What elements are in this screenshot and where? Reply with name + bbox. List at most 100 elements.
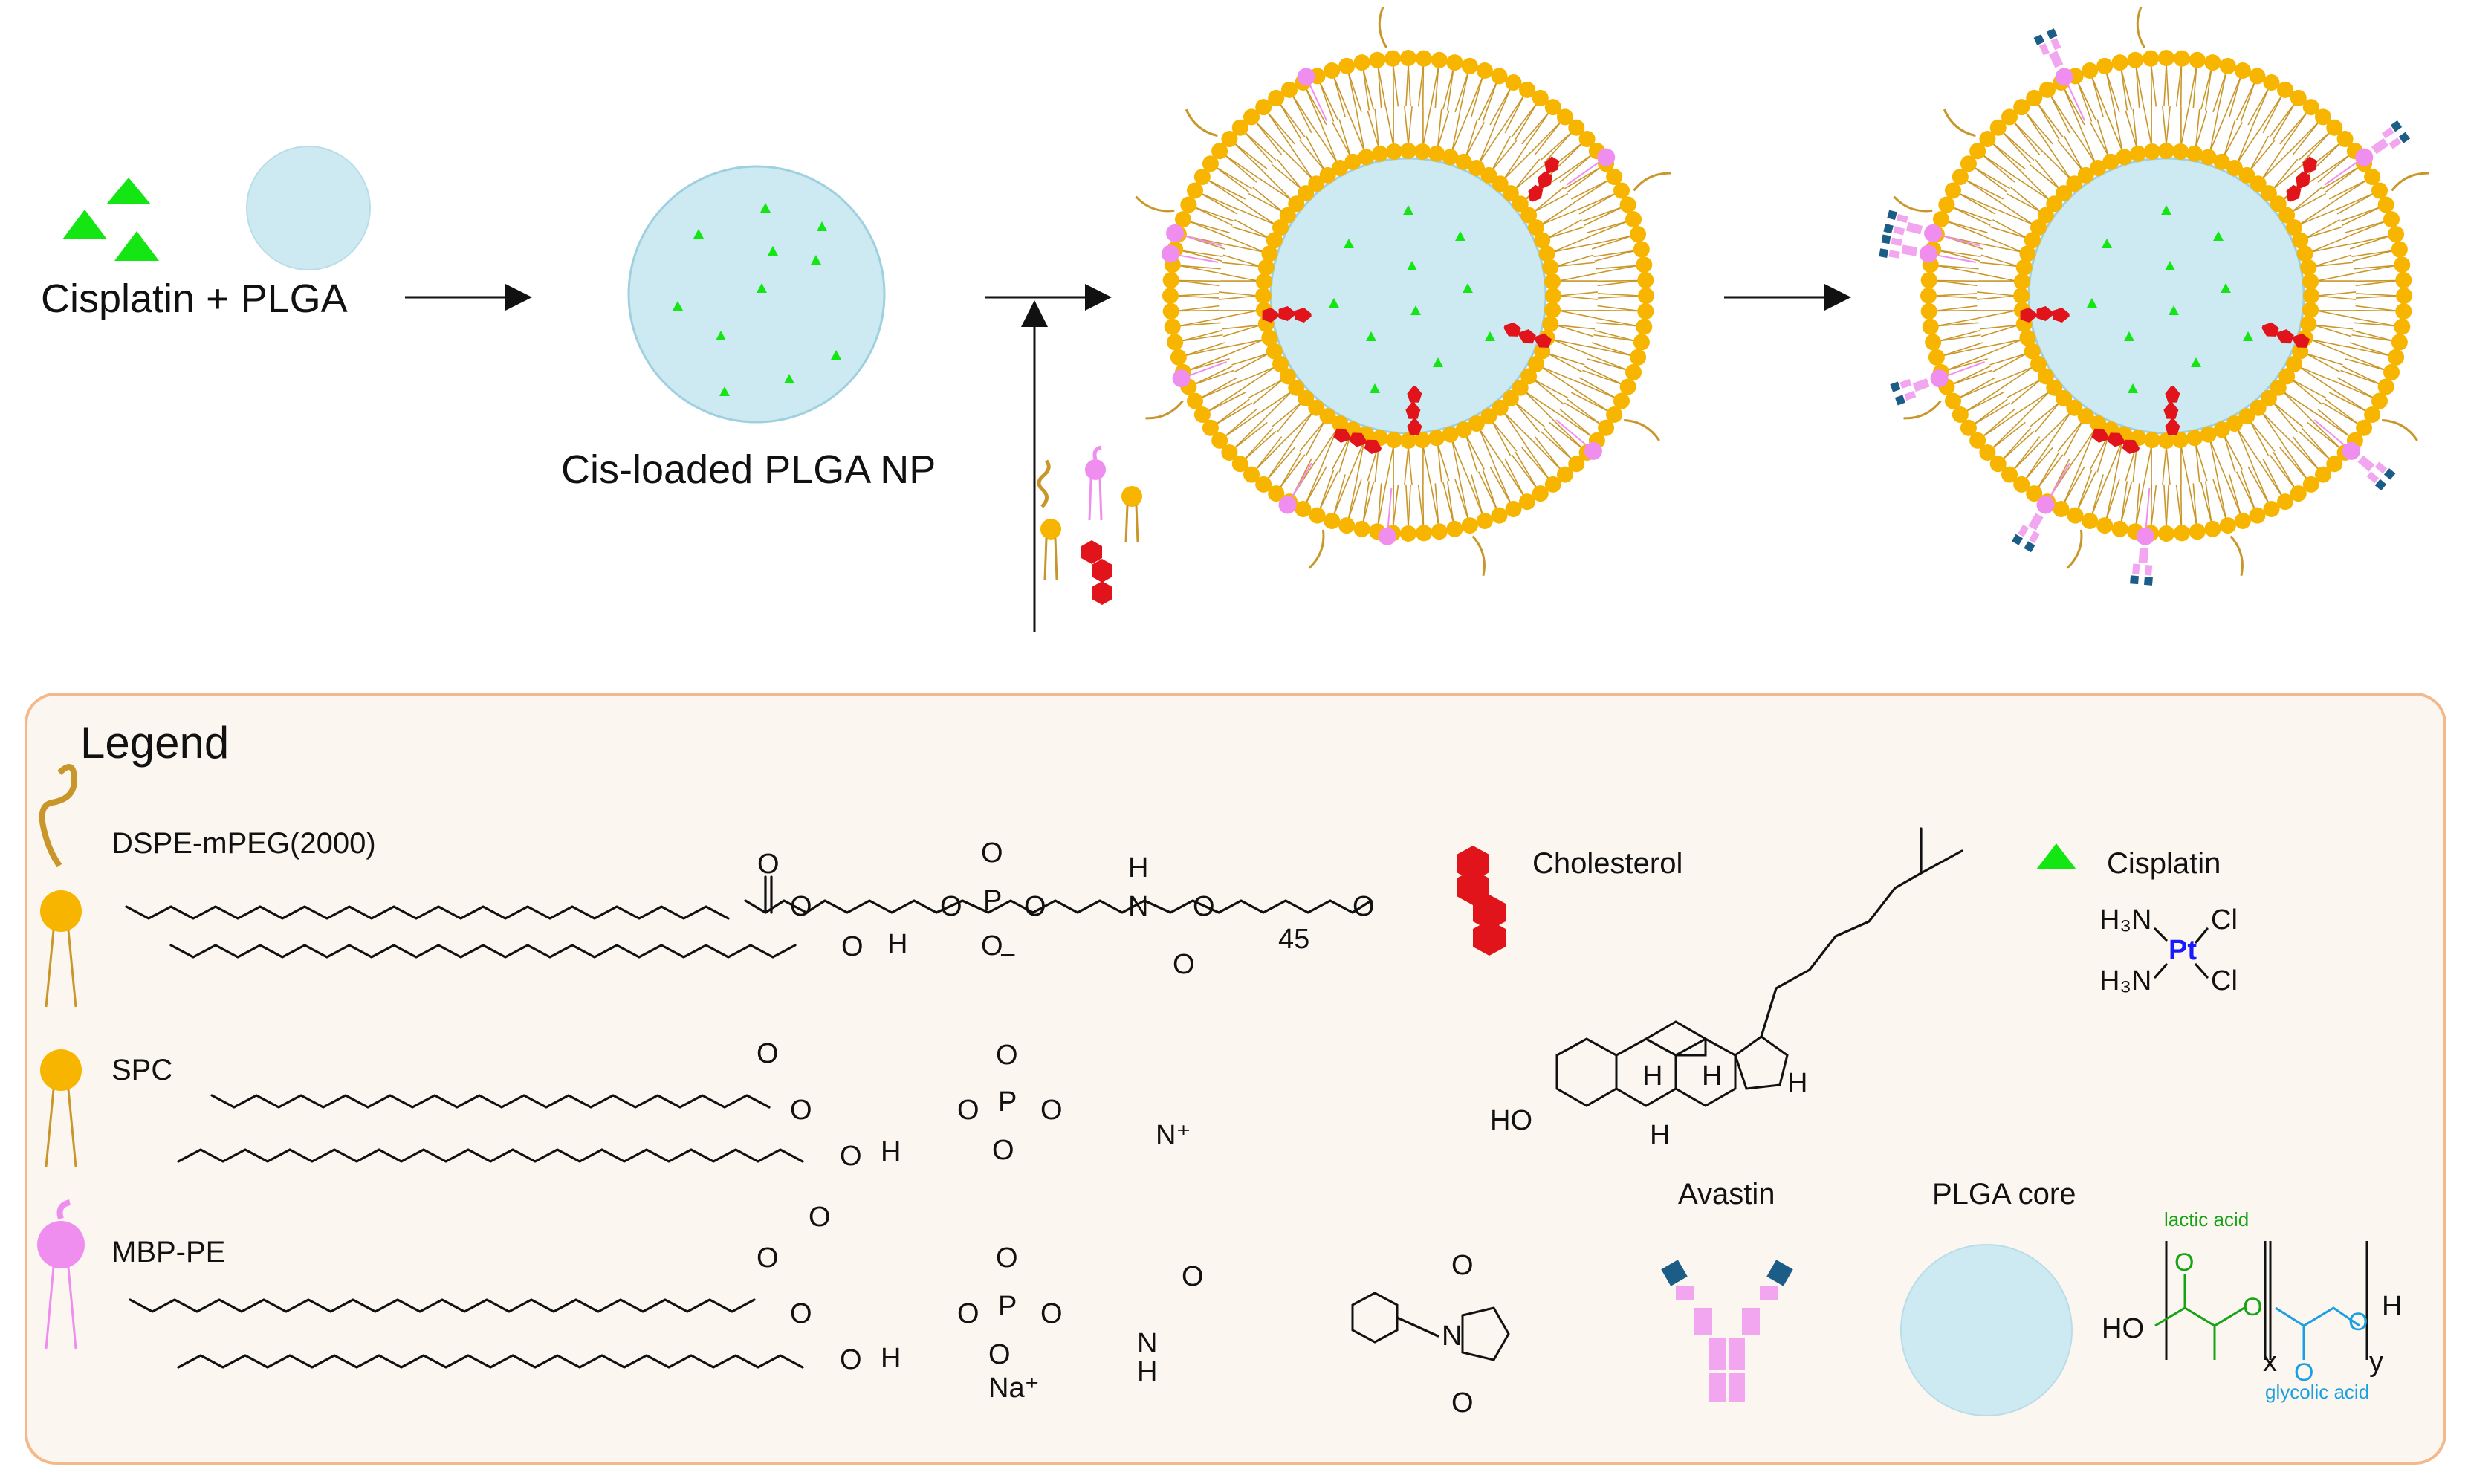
svg-text:O: O — [996, 1040, 1018, 1071]
svg-text:H₃N: H₃N — [2099, 904, 2151, 936]
lactic-acid-label: lactic acid — [2164, 1208, 2249, 1231]
mbp-pe-icon — [37, 1199, 85, 1349]
n-plus-text: N⁺ — [1156, 1120, 1191, 1151]
svg-text:H: H — [881, 1136, 901, 1167]
svg-text:O: O — [2294, 1358, 2313, 1387]
svg-text:O: O — [1451, 1387, 1474, 1419]
svg-text:O: O — [2348, 1308, 2368, 1336]
legend-panel — [25, 693, 2446, 1465]
legend-label-dspe-mpeg: DSPE-mPEG(2000) — [111, 827, 376, 860]
svg-text:P: P — [998, 1086, 1017, 1118]
cisplatin-dot — [831, 350, 841, 360]
step1-cisplatin-plga: Cisplatin + PLGA — [41, 146, 371, 321]
svg-text:H: H — [1137, 1356, 1157, 1387]
svg-text:O: O — [790, 1095, 812, 1126]
cisplatin-dot — [784, 374, 794, 383]
svg-text:H: H — [1128, 852, 1148, 884]
svg-text:H: H — [1642, 1060, 1662, 1092]
svg-text:O: O — [2174, 1248, 2194, 1277]
plga-core — [1269, 157, 1547, 435]
legend-label-cisplatin: Cisplatin — [2107, 847, 2221, 880]
cisplatin-structure: H₃N H₃N Pt Cl Cl — [2099, 904, 2238, 997]
svg-text:O: O — [992, 1135, 1014, 1166]
svg-text:O: O — [940, 891, 962, 922]
svg-text:O: O — [1173, 949, 1195, 980]
cisplatin-triangle-icon — [106, 178, 151, 204]
avastin-antibody — [2033, 28, 2064, 68]
svg-text:O: O — [790, 891, 812, 922]
svg-text:O: O — [809, 1202, 831, 1233]
cisplatin-triangle-icon — [62, 210, 107, 239]
svg-text:x: x — [2263, 1347, 2277, 1378]
svg-text:HO: HO — [2102, 1313, 2144, 1344]
cisplatin-dot — [760, 203, 771, 213]
dspe-mpeg-icon — [39, 764, 82, 1008]
legend-label-spc: SPC — [111, 1054, 172, 1086]
avastin-antibody — [1883, 210, 1923, 236]
avastin-antibody — [2357, 455, 2396, 491]
svg-text:Cl: Cl — [2211, 904, 2238, 936]
svg-text:O: O — [2243, 1293, 2262, 1321]
svg-text:O: O — [840, 1344, 862, 1376]
cisplatin-dot — [693, 229, 704, 239]
svg-text:O: O — [981, 930, 1003, 962]
na-plus-text: Na⁺ — [988, 1373, 1040, 1404]
svg-text:H: H — [881, 1343, 901, 1374]
plga-core-legend-icon — [1900, 1244, 2073, 1416]
plga-core — [2027, 157, 2305, 435]
lipid-coated-nanoparticle — [1135, 6, 1671, 577]
cholesterol-legend-icon — [1457, 846, 1506, 956]
svg-text:H₃N: H₃N — [2099, 965, 2151, 997]
cisplatin-dot — [673, 301, 683, 311]
cisplatin-dot — [817, 221, 827, 231]
svg-text:−: − — [1000, 940, 1016, 971]
svg-text:O: O — [957, 1095, 979, 1126]
svg-text:Cl: Cl — [2211, 965, 2238, 997]
svg-text:N: N — [1137, 1328, 1157, 1359]
avastin-antibody — [2371, 120, 2411, 155]
svg-text:O: O — [996, 1242, 1018, 1274]
glycolic-acid-label: glycolic acid — [2265, 1381, 2369, 1403]
plga-structure: lactic acid glycolic acid HO H O O O O x… — [2102, 1208, 2402, 1403]
avastin-conjugated-nanoparticle — [1879, 6, 2429, 586]
svg-text:O: O — [1040, 1298, 1063, 1329]
svg-text:O: O — [841, 931, 864, 962]
svg-text:y: y — [2369, 1347, 2383, 1378]
cisplatin-dot — [716, 331, 726, 340]
avastin-legend-icon — [1661, 1260, 1793, 1402]
legend-label-plga-core: PLGA core — [1932, 1178, 2076, 1211]
cisplatin-dot — [757, 283, 767, 293]
step2-loaded-nanoparticle: Cis-loaded PLGA NP — [561, 165, 936, 492]
svg-text:O: O — [1451, 1250, 1474, 1281]
svg-text:N: N — [1128, 891, 1148, 922]
cholesterol-icon — [1081, 540, 1112, 605]
svg-text:N: N — [1442, 1321, 1462, 1352]
svg-text:Pt: Pt — [2169, 935, 2197, 966]
svg-text:O: O — [981, 837, 1003, 869]
mbp-pe-structure: O O O H O P O O Na⁺ O N H O O O N — [129, 1242, 1510, 1419]
svg-text:O: O — [757, 1242, 779, 1274]
svg-text:P: P — [998, 1291, 1017, 1322]
svg-text:P: P — [983, 885, 1002, 916]
dspe-mpeg-structure: O O O O P O O − O N H O O O 45 H — [125, 837, 1375, 980]
cisplatin-legend-icon — [2036, 843, 2076, 869]
legend-label-avastin: Avastin — [1678, 1178, 1775, 1211]
svg-text:H: H — [2382, 1291, 2402, 1322]
svg-text:O: O — [1024, 891, 1046, 922]
svg-text:O: O — [1193, 891, 1215, 922]
svg-text:O: O — [957, 1298, 979, 1329]
svg-text:H: H — [1787, 1068, 1807, 1099]
chol-ho: HO — [1490, 1105, 1532, 1136]
spc-structure: O O O H O P O O O N⁺ O — [177, 1038, 1191, 1233]
lipid-mixture-icons — [1037, 445, 1142, 605]
cisplatin-triangle-icon — [114, 231, 159, 261]
svg-text:H: H — [1650, 1120, 1670, 1151]
svg-text:O: O — [790, 1298, 812, 1329]
legend-label-cholesterol: Cholesterol — [1532, 847, 1682, 880]
svg-text:O: O — [1353, 891, 1375, 922]
svg-text:H: H — [887, 929, 907, 960]
peg-subscript: 45 — [1278, 924, 1309, 955]
svg-text:O: O — [757, 1038, 779, 1069]
step2-label: Cis-loaded PLGA NP — [561, 447, 936, 492]
svg-text:H: H — [1702, 1060, 1722, 1092]
